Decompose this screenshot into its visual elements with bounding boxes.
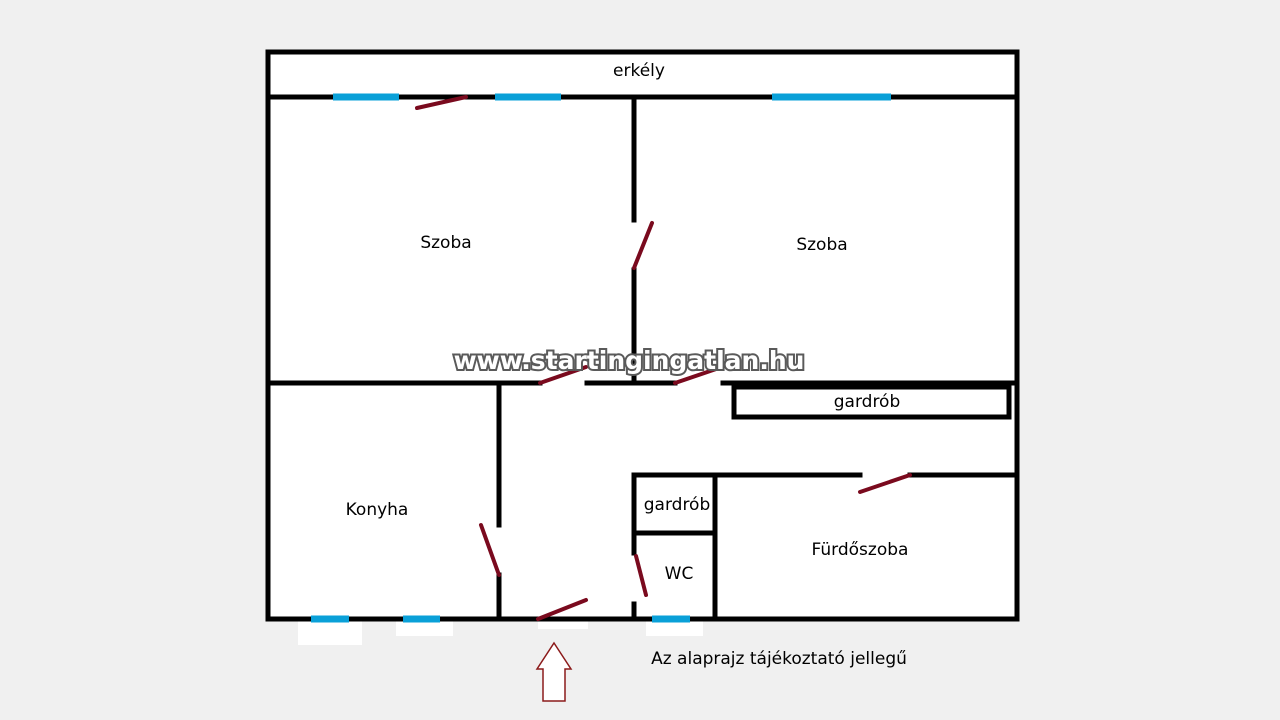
- wardrobe-small-label: gardrób: [644, 495, 711, 515]
- kitchen-label: Konyha: [346, 500, 409, 520]
- room-left-label: Szoba: [420, 233, 471, 253]
- door: [634, 554, 648, 597]
- doors: [415, 95, 912, 621]
- door: [538, 365, 588, 385]
- floor-area: [268, 52, 1017, 619]
- door: [673, 365, 724, 385]
- wardrobe-box: [731, 384, 1012, 420]
- outer-opening: [538, 619, 588, 629]
- watermark: www.startingingatlan.hu: [454, 346, 805, 375]
- balcony-label: erkély: [613, 61, 665, 81]
- windows: [311, 93, 891, 623]
- disclaimer-note: Az alaprajz tájékoztató jellegű: [651, 649, 907, 669]
- outer-opening: [646, 619, 703, 636]
- outer-opening: [396, 619, 453, 636]
- outer-wall: [265, 49, 1020, 622]
- bathroom-label: Fürdőszoba: [812, 540, 909, 560]
- door: [415, 95, 468, 110]
- door: [632, 221, 654, 270]
- outer-opening: [298, 619, 362, 645]
- wc-label: WC: [665, 564, 694, 584]
- room-right-label: Szoba: [796, 235, 847, 255]
- wardrobe-hall-label: gardrób: [834, 392, 901, 412]
- entrance-arrow-icon: [535, 641, 573, 702]
- door: [858, 473, 912, 494]
- walls: [265, 49, 1020, 622]
- door: [536, 598, 588, 621]
- door: [479, 523, 501, 577]
